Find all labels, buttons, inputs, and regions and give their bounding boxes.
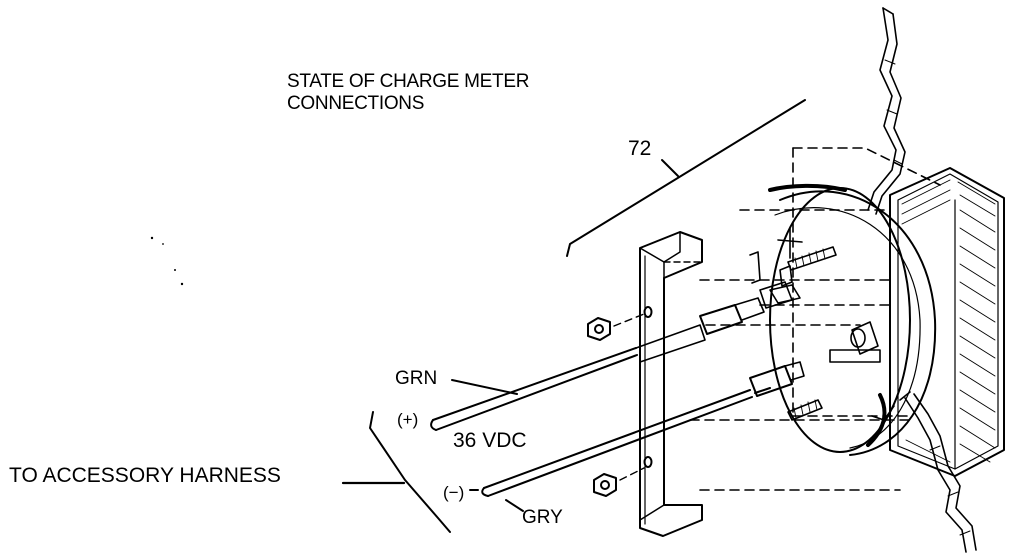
hex-nut-lower <box>593 473 617 497</box>
meter-studs <box>759 246 881 421</box>
print-specks <box>150 236 184 286</box>
negative-wire <box>481 361 805 497</box>
grn-leader <box>451 379 518 395</box>
gry-leader <box>505 499 524 512</box>
stud-threads <box>793 248 826 419</box>
positive-polarity-label: (+) <box>397 410 419 429</box>
harness-bracket <box>369 411 451 533</box>
terminal-cross <box>749 227 803 284</box>
gray-wire-label: GRY <box>522 507 563 528</box>
reference-number-label: 72 <box>628 137 652 160</box>
green-wire-label: GRN <box>395 368 438 389</box>
hex-nut-upper <box>587 317 611 341</box>
diagram-title-line-1: STATE OF CHARGE METER <box>287 71 530 92</box>
voltage-label: 36 VDC <box>453 429 527 452</box>
mounting-bracket <box>639 231 703 537</box>
nut-alignment-lower <box>619 467 645 481</box>
meter-cylinder <box>768 183 937 456</box>
cable-bottom <box>871 391 977 553</box>
meter-face <box>889 167 1005 477</box>
ref-72-bracket <box>566 99 806 257</box>
nut-alignment-upper <box>613 313 645 327</box>
diagram-title-line-2: CONNECTIONS <box>287 93 425 114</box>
negative-polarity-label: (−) <box>443 483 465 502</box>
cable-top <box>867 7 906 215</box>
meter-face-hatching <box>901 179 996 463</box>
positive-wire <box>430 297 765 431</box>
ref-72-leader <box>661 159 679 177</box>
accessory-harness-label: TO ACCESSORY HARNESS <box>9 464 281 487</box>
meter-box-hidden <box>689 147 941 491</box>
